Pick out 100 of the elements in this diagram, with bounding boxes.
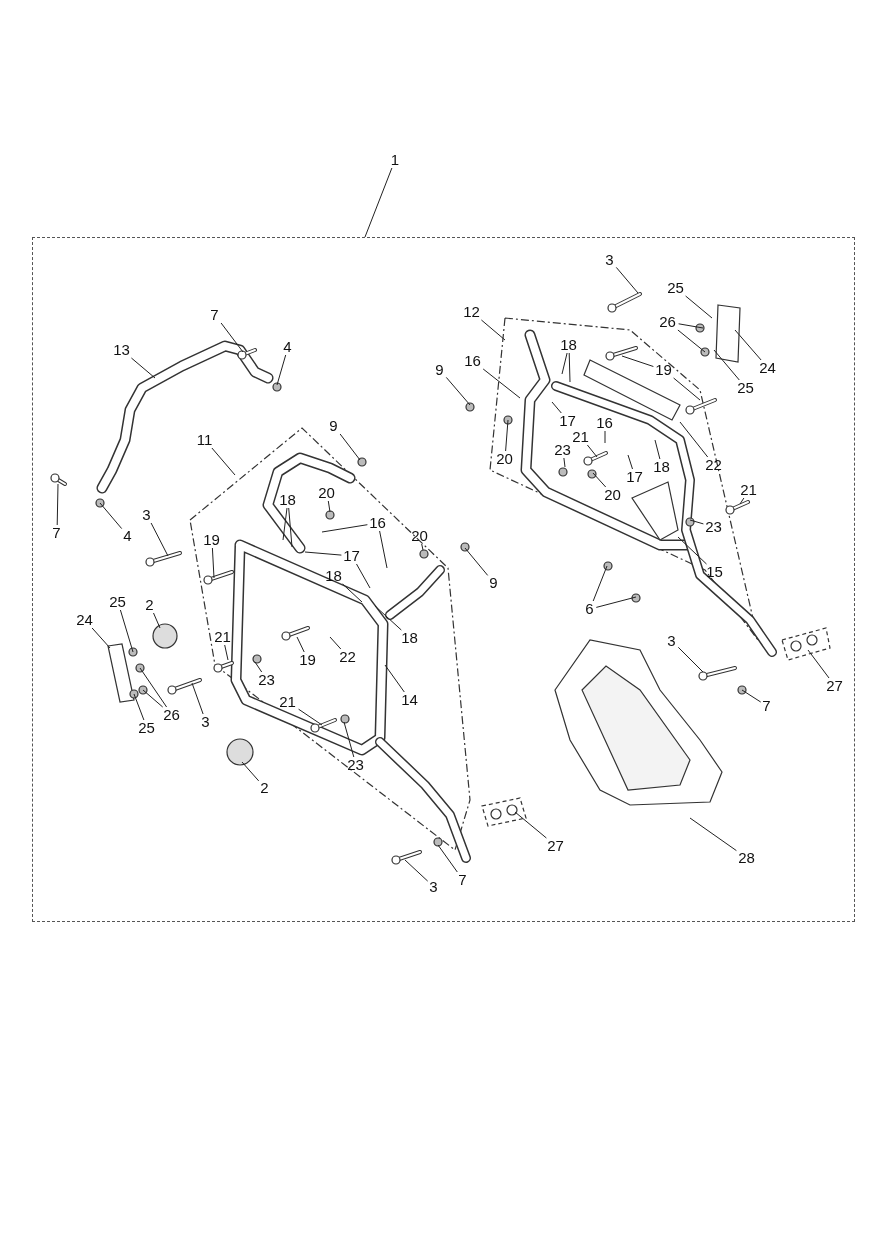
callout-number: 20: [604, 486, 621, 503]
leader-line: [734, 329, 762, 361]
callout-number: 26: [163, 706, 180, 723]
callout-number: 26: [659, 313, 676, 330]
leader-line: [445, 376, 471, 406]
callout-number: 2: [145, 596, 154, 613]
callout-number: 7: [458, 871, 467, 888]
callout-number: 7: [210, 306, 219, 323]
callout-number: 27: [547, 837, 564, 854]
leader-line: [586, 444, 598, 458]
callout-number: 19: [299, 651, 316, 668]
leader-line: [685, 295, 713, 319]
callout-number: 21: [279, 693, 296, 710]
callout-number: 17: [626, 468, 643, 485]
callout-number: 18: [560, 336, 577, 353]
callout-number: 15: [706, 563, 723, 580]
callout-number: 19: [655, 361, 672, 378]
leader-line: [339, 433, 361, 461]
callout-number: 22: [339, 648, 356, 665]
callout-number: 3: [201, 713, 210, 730]
leader-line: [211, 447, 236, 476]
callout-number: 3: [667, 632, 676, 649]
leader-line: [551, 401, 562, 414]
callout-number: 27: [826, 677, 843, 694]
leader-line: [595, 596, 637, 608]
leader-line: [99, 502, 123, 530]
leader-line: [142, 689, 164, 708]
leader-line: [220, 322, 244, 353]
callout-number: 19: [203, 531, 220, 548]
leader-line: [364, 167, 393, 238]
callout-number: 17: [559, 412, 576, 429]
callout-number: 18: [401, 629, 418, 646]
leader-line: [689, 519, 704, 525]
callout-number: 23: [258, 671, 275, 688]
leader-line: [654, 439, 661, 460]
leader-line: [241, 761, 260, 782]
callout-number: 6: [585, 600, 594, 617]
leader-line: [437, 844, 458, 873]
leader-line: [56, 483, 59, 526]
leader-line: [679, 421, 709, 458]
leader-line: [673, 377, 701, 401]
leader-line: [807, 649, 830, 679]
callout-number: 14: [401, 691, 418, 708]
leader-line: [133, 693, 145, 721]
callout-number: 1: [390, 152, 400, 168]
leader-line: [627, 454, 633, 470]
leader-line: [384, 664, 405, 693]
leader-line: [298, 708, 323, 726]
callout-number: 25: [667, 279, 684, 296]
callout-number: 23: [347, 756, 364, 773]
leader-line: [211, 547, 215, 579]
leader-line: [592, 472, 607, 488]
callout-number: 18: [279, 491, 296, 508]
callout-number: 11: [196, 431, 213, 448]
callout-number: 21: [572, 428, 589, 445]
leader-line: [374, 605, 402, 631]
leader-line: [224, 644, 229, 661]
leader-line: [139, 667, 168, 708]
callout-number: 24: [759, 359, 776, 376]
leader-line: [254, 661, 263, 673]
leader-line: [342, 583, 363, 603]
callout-number: 25: [138, 719, 155, 736]
callout-number: 16: [369, 514, 386, 531]
leader-line: [91, 627, 111, 649]
callout-number: 20: [318, 484, 335, 501]
leader-line: [604, 430, 606, 444]
callout-number: 16: [464, 352, 481, 369]
leader-line: [482, 368, 521, 399]
leader-line: [615, 266, 639, 294]
leader-line: [404, 859, 429, 882]
callout-number: 2: [260, 779, 269, 796]
leader-line: [741, 689, 762, 703]
callout-number: 17: [343, 547, 360, 564]
callout-number: 16: [596, 414, 613, 431]
leader-line: [321, 524, 368, 533]
leader-line: [514, 811, 547, 839]
callout-number: 21: [740, 481, 757, 498]
callout-number: 20: [411, 527, 428, 544]
callout-number: 24: [76, 611, 93, 628]
leader-line: [282, 507, 288, 541]
leader-line: [329, 636, 342, 650]
callout-number: 3: [142, 506, 151, 523]
leader-line: [713, 349, 740, 381]
callout-number: 7: [52, 524, 61, 541]
leader-line: [464, 547, 489, 576]
leader-line: [568, 352, 571, 383]
leader-line: [563, 457, 566, 468]
callout-number: 9: [329, 417, 338, 434]
kit-boundary-box: [32, 237, 855, 922]
leader-line: [296, 636, 305, 653]
leader-line: [677, 646, 704, 673]
leader-line: [343, 721, 355, 758]
leader-line: [621, 355, 654, 367]
leader-line: [191, 682, 204, 715]
callout-number: 20: [496, 450, 513, 467]
leader-line: [739, 497, 745, 505]
leader-line: [678, 323, 704, 329]
leader-line: [153, 612, 161, 629]
leader-line: [592, 565, 608, 602]
callout-number: 21: [214, 628, 231, 645]
